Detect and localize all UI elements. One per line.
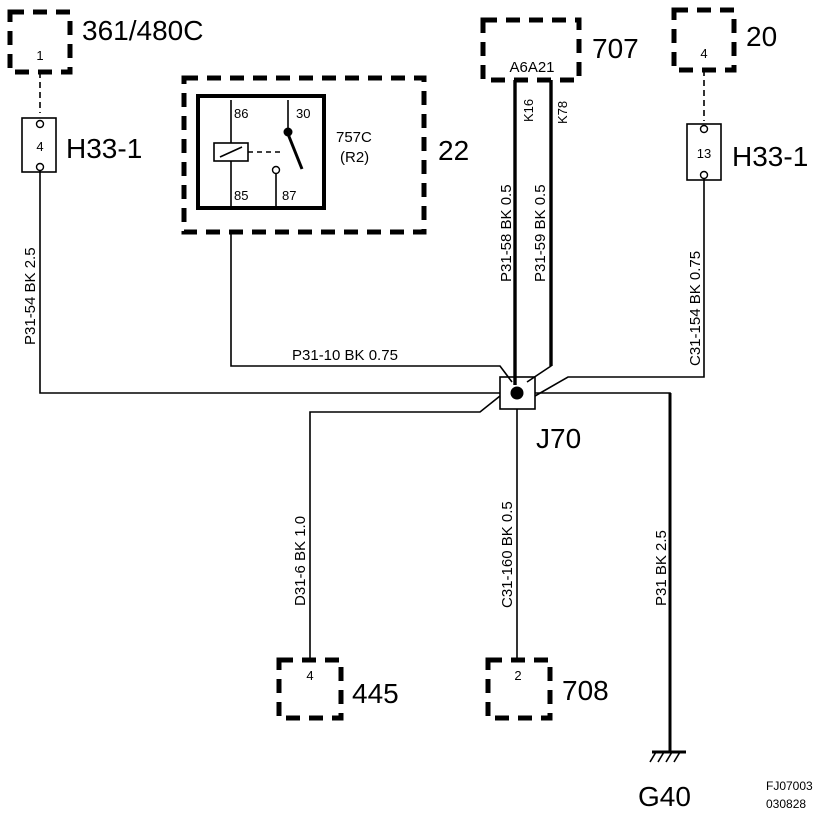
wire-c31-154 bbox=[534, 179, 705, 397]
connector-707-box bbox=[480, 17, 582, 83]
ground-hatch-3 bbox=[665, 751, 673, 763]
h33-right-pin-top bbox=[699, 124, 709, 134]
h33-right-pin-bottom bbox=[699, 170, 709, 180]
wire-p31-label: P31 BK 2.5 bbox=[653, 530, 670, 606]
h33-left-pin-bottom bbox=[35, 162, 45, 172]
wire-d31-6-label: D31-6 BK 1.0 bbox=[292, 516, 309, 606]
connector-h33-left-label: H33-1 bbox=[66, 133, 142, 164]
component-22: 22 86 30 85 87 757C (R2) bbox=[181, 75, 469, 235]
wire-c31-160-label: C31-160 BK 0.5 bbox=[499, 501, 516, 608]
connector-361-480c-box bbox=[7, 9, 73, 75]
connector-20: 4 20 bbox=[671, 7, 777, 73]
relay-pin-87: 87 bbox=[282, 188, 296, 203]
connector-361-480c: 1 361/480C bbox=[7, 9, 203, 75]
connector-708-label: 708 bbox=[562, 675, 609, 706]
relay-pin-86: 86 bbox=[234, 106, 248, 121]
relay-pin-30: 30 bbox=[296, 106, 310, 121]
connector-361-480c-pin: 1 bbox=[36, 48, 43, 63]
junction-j70-label: J70 bbox=[536, 423, 581, 454]
connector-20-pin: 4 bbox=[700, 46, 707, 61]
connector-h33-left-pin: 4 bbox=[36, 139, 43, 154]
connector-708-pin: 2 bbox=[514, 668, 521, 683]
wire-p31-54 bbox=[39, 171, 500, 394]
wire-k78-label: K78 bbox=[555, 101, 570, 124]
ground-hatch-4 bbox=[673, 751, 681, 763]
connector-445-label: 445 bbox=[352, 678, 399, 709]
relay-757c-sub-label: (R2) bbox=[340, 149, 369, 166]
connector-445-pin: 4 bbox=[306, 668, 313, 683]
wire-p31-10-label: P31-10 BK 0.75 bbox=[292, 347, 398, 364]
relay-coil-slash bbox=[219, 146, 243, 158]
figure-code-line1: FJ07003 bbox=[766, 779, 813, 793]
relay-contact-87 bbox=[271, 165, 281, 175]
junction-j70: J70 bbox=[499, 376, 581, 454]
connector-h33-left-box bbox=[21, 117, 57, 173]
connector-707-pin: A6A21 bbox=[509, 59, 554, 76]
relay-contact-pivot bbox=[283, 127, 293, 137]
h33-left-pin-top bbox=[35, 119, 45, 129]
junction-j70-node bbox=[510, 386, 524, 400]
connector-20-label: 20 bbox=[746, 21, 777, 52]
ground-g40-label: G40 bbox=[638, 781, 691, 812]
connector-707: A6A21 707 bbox=[480, 17, 639, 83]
ground-hatch-2 bbox=[657, 751, 665, 763]
component-22-box bbox=[181, 75, 427, 235]
relay-pin-85: 85 bbox=[234, 188, 248, 203]
connector-708-box bbox=[485, 657, 553, 721]
connector-h33-right-pin: 13 bbox=[697, 146, 711, 161]
connector-h33-left: 4 H33-1 bbox=[21, 117, 142, 173]
ground-g40: G40 bbox=[638, 750, 691, 812]
relay-757c-body bbox=[196, 94, 326, 210]
wire-p31-59-label: P31-59 BK 0.5 bbox=[532, 184, 549, 282]
connector-h33-right: 13 H33-1 bbox=[686, 123, 808, 181]
connector-708: 2 708 bbox=[485, 657, 609, 721]
connector-445-box bbox=[276, 657, 344, 721]
wire-p31-58-label: P31-58 BK 0.5 bbox=[498, 184, 515, 282]
relay-switch-arm bbox=[286, 133, 304, 170]
connector-707-label: 707 bbox=[592, 33, 639, 64]
wire-c31-154-label: C31-154 BK 0.75 bbox=[687, 251, 704, 366]
relay-757c-label: 757C bbox=[336, 129, 372, 146]
wire-p31-54-label: P31-54 BK 2.5 bbox=[22, 247, 39, 345]
connector-445: 4 445 bbox=[276, 657, 399, 721]
connector-361-480c-label: 361/480C bbox=[82, 15, 203, 46]
wire-d31-6 bbox=[309, 395, 501, 660]
wire-k16-label: K16 bbox=[521, 99, 536, 122]
wire-p31-10 bbox=[230, 232, 513, 383]
connector-20-box bbox=[671, 7, 737, 73]
ground-hatch-1 bbox=[649, 751, 657, 763]
connector-h33-right-label: H33-1 bbox=[732, 141, 808, 172]
component-22-label: 22 bbox=[438, 135, 469, 166]
figure-code-line2: 030828 bbox=[766, 797, 806, 811]
